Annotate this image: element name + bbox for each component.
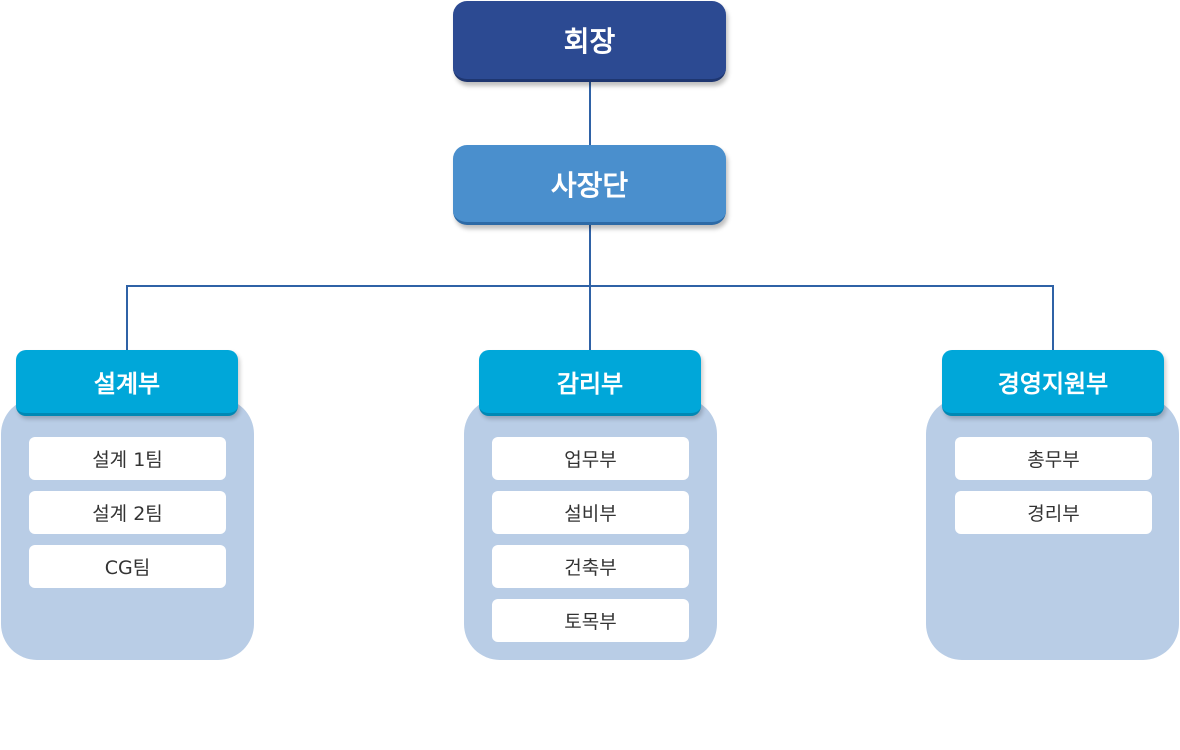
connector-horizontal bbox=[126, 285, 1054, 287]
team-item: 업무부 bbox=[492, 437, 689, 480]
team-item: 총무부 bbox=[955, 437, 1152, 480]
team-item: 설비부 bbox=[492, 491, 689, 534]
connector-chairman-president bbox=[589, 82, 591, 145]
connector-president-branch bbox=[589, 225, 591, 350]
dept-header-management: 경영지원부 bbox=[942, 350, 1164, 416]
team-item: 건축부 bbox=[492, 545, 689, 588]
connector-drop-management bbox=[1052, 285, 1054, 350]
team-item: CG팀 bbox=[29, 545, 226, 588]
team-item: 설계 2팀 bbox=[29, 491, 226, 534]
dept-header-supervision: 감리부 bbox=[479, 350, 701, 416]
chairman-node: 회장 bbox=[453, 1, 726, 82]
president-node: 사장단 bbox=[453, 145, 726, 225]
team-item: 토목부 bbox=[492, 599, 689, 642]
team-item: 설계 1팀 bbox=[29, 437, 226, 480]
connector-drop-design bbox=[126, 285, 128, 350]
team-item: 경리부 bbox=[955, 491, 1152, 534]
dept-header-design: 설계부 bbox=[16, 350, 238, 416]
